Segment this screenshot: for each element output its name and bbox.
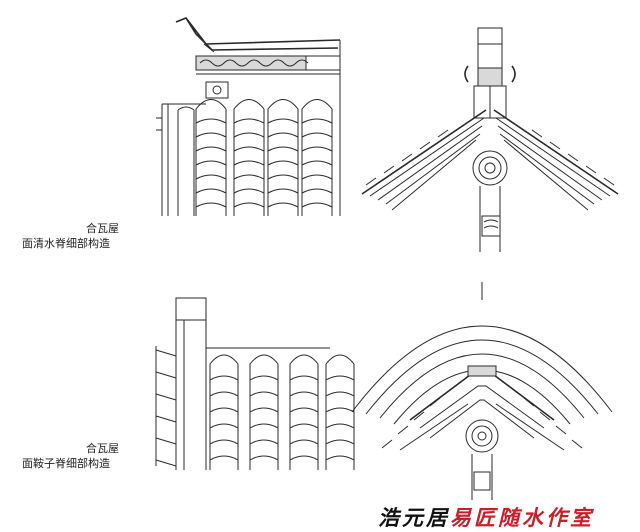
tile-course bbox=[301, 132, 333, 138]
tile-course bbox=[289, 375, 319, 381]
watermark: 浩元居易匠随水作室 bbox=[378, 502, 594, 532]
covering-tiles-top bbox=[195, 99, 333, 216]
tile-course bbox=[249, 455, 279, 461]
tile-course bbox=[233, 146, 265, 152]
tile-course bbox=[267, 132, 299, 138]
tile-course bbox=[233, 174, 265, 180]
tile-course bbox=[233, 188, 265, 194]
tile-column bbox=[249, 354, 279, 470]
tile-course bbox=[301, 118, 333, 124]
tile-column bbox=[325, 354, 355, 470]
tile-course bbox=[233, 202, 265, 208]
tile-course bbox=[267, 160, 299, 166]
tile-course bbox=[233, 118, 265, 124]
tile-course bbox=[209, 455, 239, 461]
tile-course bbox=[301, 146, 333, 152]
tile-course bbox=[249, 407, 279, 413]
tile-course bbox=[325, 375, 355, 381]
tile-course bbox=[209, 423, 239, 429]
saddle-ridge-section bbox=[351, 282, 613, 500]
tile-course bbox=[301, 174, 333, 180]
clear-water-ridge-section bbox=[361, 27, 619, 252]
tile-course bbox=[195, 202, 227, 208]
tile-course bbox=[267, 202, 299, 208]
tile-course bbox=[195, 118, 227, 124]
tile-course bbox=[209, 375, 239, 381]
tile-course bbox=[267, 146, 299, 152]
tile-course bbox=[325, 439, 355, 445]
tile-course bbox=[249, 375, 279, 381]
caption-bottom-small: 合瓦屋 bbox=[86, 442, 119, 455]
tile-course bbox=[195, 174, 227, 180]
tile-course bbox=[195, 188, 227, 194]
tile-column bbox=[195, 99, 227, 216]
tile-course bbox=[289, 391, 319, 397]
tile-course bbox=[209, 391, 239, 397]
covering-tiles-bottom bbox=[209, 354, 355, 470]
tile-course bbox=[325, 455, 355, 461]
tile-column bbox=[233, 99, 265, 216]
tile-course bbox=[249, 423, 279, 429]
tile-course bbox=[209, 439, 239, 445]
tile-course bbox=[301, 202, 333, 208]
tile-course bbox=[301, 188, 333, 194]
tile-course bbox=[289, 455, 319, 461]
tile-course bbox=[267, 188, 299, 194]
tile-course bbox=[249, 439, 279, 445]
saddle-ridge-elevation bbox=[155, 297, 330, 470]
clear-water-ridge-elevation bbox=[156, 17, 341, 216]
tile-column bbox=[289, 354, 319, 470]
caption-top-small: 合瓦屋 bbox=[86, 222, 119, 235]
tile-course bbox=[289, 423, 319, 429]
tile-course bbox=[267, 174, 299, 180]
tile-course bbox=[289, 407, 319, 413]
tile-column bbox=[209, 354, 239, 470]
tile-course bbox=[325, 407, 355, 413]
tile-course bbox=[289, 439, 319, 445]
tile-course bbox=[267, 118, 299, 124]
tile-course bbox=[195, 160, 227, 166]
tile-course bbox=[233, 160, 265, 166]
tile-course bbox=[195, 132, 227, 138]
tile-course bbox=[249, 391, 279, 397]
watermark-red: 易匠随水作室 bbox=[450, 505, 594, 530]
tile-course bbox=[233, 132, 265, 138]
tile-course bbox=[209, 407, 239, 413]
tile-course bbox=[325, 423, 355, 429]
tile-column bbox=[301, 99, 333, 216]
watermark-black: 浩元居 bbox=[378, 505, 450, 530]
caption-bottom-main: 面鞍子脊细部构造 bbox=[22, 457, 110, 470]
tile-course bbox=[325, 391, 355, 397]
tile-column bbox=[267, 99, 299, 216]
tile-course bbox=[195, 146, 227, 152]
caption-top-main: 面清水脊细部构造 bbox=[22, 237, 110, 250]
tile-course bbox=[301, 160, 333, 166]
